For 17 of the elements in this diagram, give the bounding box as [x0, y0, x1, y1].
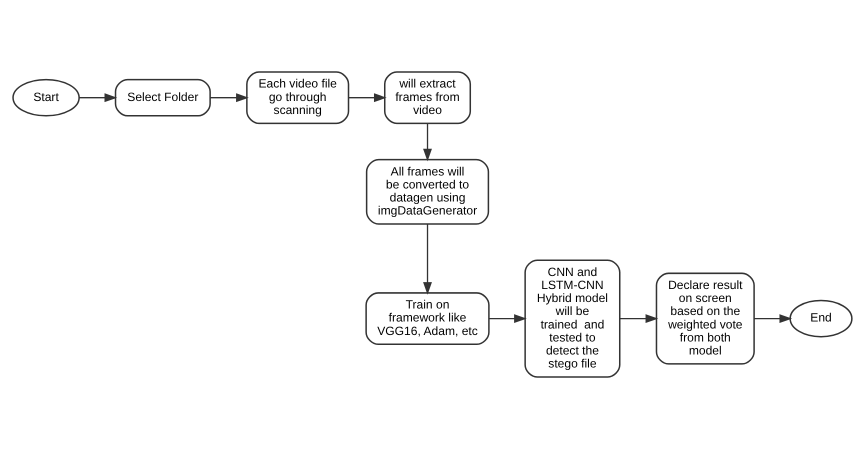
arrow — [210, 93, 248, 102]
arrow — [348, 93, 386, 102]
node-box: Train on framework like VGG16, Adam, etc — [364, 292, 490, 346]
node-box: Each video file go through scanning — [246, 71, 349, 124]
node-box: CNN and LSTM-CNN Hybrid model will be trained and tested to detect the stego file — [524, 259, 620, 378]
arrow — [422, 123, 432, 162]
arrow — [754, 314, 792, 324]
node-box: Declare result on screen based on the weighted vote from both model — [655, 272, 754, 365]
node-box: will extract frames from video — [383, 71, 471, 124]
arrow — [619, 314, 658, 324]
node-box: All frames will be converted to datagen using imgDataGenerator — [365, 158, 489, 225]
arrow — [488, 314, 526, 324]
arrow — [422, 224, 432, 295]
arrow — [78, 93, 117, 102]
node-ellipse: End — [788, 300, 852, 338]
node-box: Select Folder — [114, 78, 210, 117]
node-ellipse: Start — [12, 78, 80, 117]
